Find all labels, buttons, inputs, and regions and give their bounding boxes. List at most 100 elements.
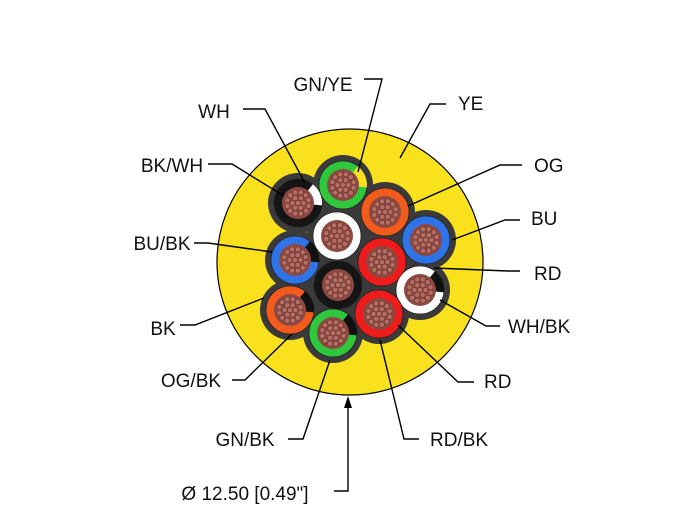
copper-strand xyxy=(335,282,341,288)
copper-strand xyxy=(374,216,381,223)
copper-strand xyxy=(378,300,385,307)
copper-strand xyxy=(345,182,352,188)
copper-strand xyxy=(297,309,304,316)
copper-strand xyxy=(289,261,296,268)
copper-strand xyxy=(419,276,426,283)
copper-strand xyxy=(323,230,330,237)
leader-line-rd-center xyxy=(433,267,520,272)
copper-strand xyxy=(373,306,380,313)
copper-strand xyxy=(289,296,296,303)
copper-strand xyxy=(419,297,426,304)
copper-strand xyxy=(406,289,413,296)
copper-strand xyxy=(331,237,338,244)
copper-strand xyxy=(414,276,421,283)
copper-strand xyxy=(430,229,437,236)
copper-strand xyxy=(427,284,434,291)
copper-strand xyxy=(373,259,380,265)
copper-strand xyxy=(342,289,349,296)
copper-strand xyxy=(294,267,301,274)
diameter-label: Ø 12.50 [0.49"] xyxy=(181,484,308,505)
copper-strand xyxy=(342,192,349,199)
copper-strand xyxy=(382,209,388,215)
copper-strand xyxy=(305,197,312,204)
copper-strand xyxy=(289,200,296,206)
copper-strand xyxy=(322,337,329,344)
copper-strand xyxy=(302,192,309,199)
copper-strand xyxy=(281,254,288,261)
copper-strand xyxy=(327,334,334,341)
copper-strand xyxy=(297,189,304,196)
copper-strand xyxy=(384,259,391,265)
copper-strand xyxy=(332,334,339,341)
label-og: OG xyxy=(534,156,564,177)
copper-strand xyxy=(428,237,435,243)
leader-line-bk-wh xyxy=(208,163,285,197)
conductor-rd-center xyxy=(357,237,407,287)
copper-strand xyxy=(420,247,427,254)
copper-strand xyxy=(319,332,326,339)
copper-strand xyxy=(292,210,299,217)
copper-strand xyxy=(328,233,335,239)
label-rd: RD xyxy=(484,372,511,393)
copper-strand xyxy=(337,271,344,278)
copper-strand xyxy=(334,233,340,239)
conductor-og xyxy=(360,187,410,237)
copper-strand xyxy=(409,294,416,301)
leader-line-rd xyxy=(397,324,474,383)
copper-strand xyxy=(332,286,339,293)
copper-strand xyxy=(350,179,357,186)
copper-strand xyxy=(287,192,294,199)
copper-strand xyxy=(289,267,296,274)
copper-strand xyxy=(425,226,432,233)
copper-strand xyxy=(342,186,349,193)
copper-strand xyxy=(420,226,427,233)
copper-strand xyxy=(381,269,388,276)
copper-strand xyxy=(414,297,421,304)
copper-strand xyxy=(373,300,380,307)
copper-strand xyxy=(284,197,291,204)
copper-strand xyxy=(386,266,393,273)
copper-strand xyxy=(331,228,338,235)
copper-strand xyxy=(378,321,385,328)
conductor-bu-bk xyxy=(270,235,320,285)
copper-strand xyxy=(376,254,383,261)
copper-strand xyxy=(350,184,357,191)
conductor-rd xyxy=(354,289,404,339)
copper-strand xyxy=(340,332,347,339)
copper-strand xyxy=(389,216,396,223)
copper-strand xyxy=(332,292,339,299)
copper-strand xyxy=(383,318,390,325)
copper-strand xyxy=(284,249,291,256)
copper-strand xyxy=(289,311,296,318)
copper-strand xyxy=(424,294,431,301)
copper-strand xyxy=(292,204,299,211)
copper-strand xyxy=(365,313,372,320)
copper-strand xyxy=(425,241,432,248)
copper-strand xyxy=(341,225,348,232)
copper-strand xyxy=(297,210,304,217)
copper-strand xyxy=(417,287,423,293)
copper-strand xyxy=(326,240,333,247)
copper-strand xyxy=(340,182,346,188)
copper-strand xyxy=(386,251,393,258)
copper-strand xyxy=(341,240,348,247)
label-rd-center: RD xyxy=(534,264,561,285)
copper-strand xyxy=(299,249,306,256)
copper-strand xyxy=(286,257,293,263)
copper-strand xyxy=(365,308,372,315)
copper-strand xyxy=(371,211,378,218)
copper-strand xyxy=(337,177,344,184)
copper-strand xyxy=(332,340,339,347)
copper-strand xyxy=(294,299,301,306)
copper-strand xyxy=(332,271,339,278)
copper-strand xyxy=(292,195,299,202)
copper-strand xyxy=(297,257,304,263)
copper-strand xyxy=(379,204,386,211)
copper-strand xyxy=(289,317,296,324)
copper-strand xyxy=(378,306,385,313)
copper-strand xyxy=(420,241,427,248)
copper-strand xyxy=(427,289,434,296)
copper-strand xyxy=(433,234,440,241)
label-gn-bk: GN/BK xyxy=(215,430,274,451)
copper-strand xyxy=(420,232,427,239)
